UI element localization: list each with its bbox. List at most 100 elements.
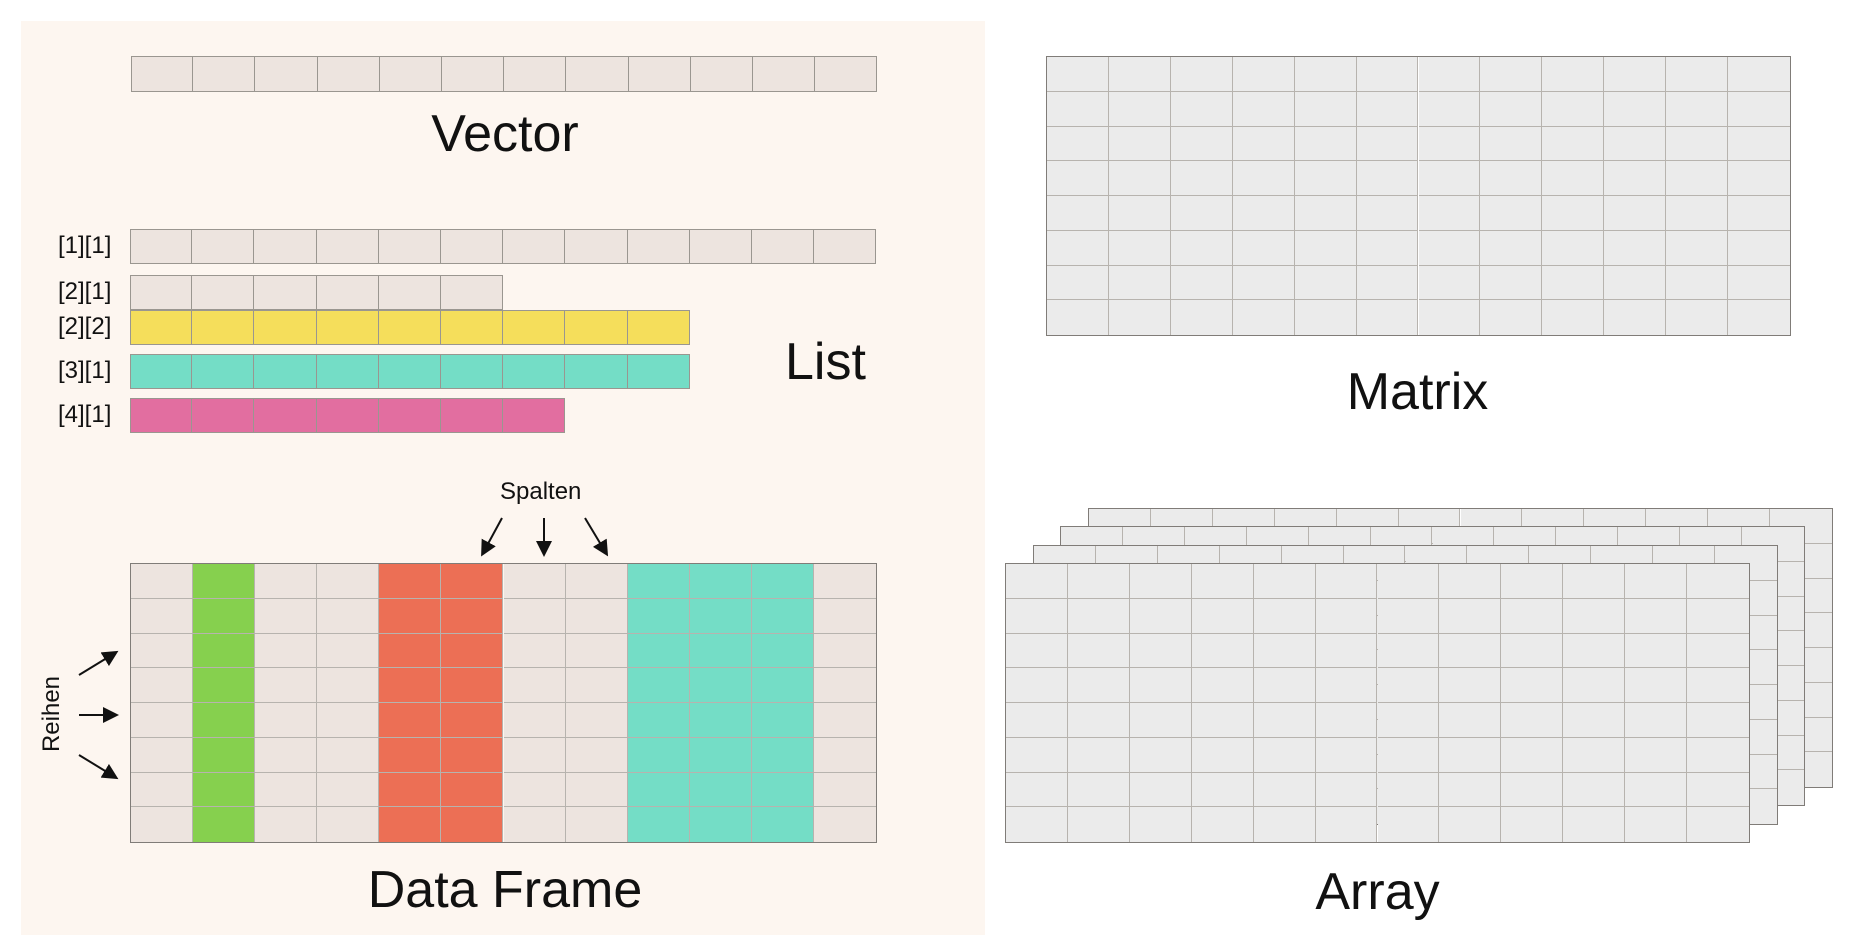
vector-cell bbox=[815, 56, 878, 92]
array-layer-cell bbox=[1253, 703, 1316, 738]
array-layer-cell bbox=[1687, 737, 1749, 773]
list-item-cell bbox=[316, 398, 379, 433]
array-layer-cell bbox=[1377, 772, 1440, 808]
matrix-cell bbox=[1666, 161, 1729, 196]
list-index-label: [2][1] bbox=[58, 278, 112, 305]
matrix-cell bbox=[1728, 300, 1790, 335]
data-frame-cell bbox=[813, 668, 876, 703]
list-index-label: [2][2] bbox=[58, 313, 112, 340]
array-layer-cell bbox=[1377, 703, 1440, 738]
matrix-cell bbox=[1480, 230, 1543, 266]
matrix-cell bbox=[1480, 265, 1543, 301]
matrix-cell bbox=[1170, 230, 1233, 266]
data-frame-cell bbox=[379, 668, 442, 703]
data-frame-cell bbox=[441, 564, 504, 599]
data-frame-cell bbox=[131, 772, 194, 808]
data-frame-cell bbox=[317, 703, 380, 738]
matrix bbox=[1046, 56, 1791, 336]
matrix-cell bbox=[1480, 91, 1543, 127]
matrix-cell bbox=[1170, 196, 1233, 231]
matrix-cell bbox=[1418, 91, 1481, 127]
matrix-cell bbox=[1728, 196, 1790, 231]
data-frame-cell bbox=[193, 703, 256, 738]
array-layer-cell bbox=[1563, 807, 1626, 842]
matrix-cell bbox=[1542, 230, 1605, 266]
data-frame-cell bbox=[503, 807, 566, 842]
matrix-cell bbox=[1728, 57, 1790, 92]
data-frame-cell bbox=[689, 807, 752, 842]
matrix-cell bbox=[1232, 196, 1295, 231]
data-frame-cell bbox=[441, 737, 504, 773]
data-frame-cell bbox=[565, 807, 628, 842]
matrix-cell bbox=[1480, 196, 1543, 231]
matrix-cell bbox=[1356, 230, 1419, 266]
array-layer-cell bbox=[1501, 772, 1564, 808]
data-frame-cell bbox=[131, 598, 194, 634]
list-item-cell bbox=[130, 398, 193, 433]
array-layer-cell bbox=[1439, 703, 1502, 738]
list-item-cell bbox=[254, 398, 317, 433]
list-item-cell bbox=[565, 229, 628, 264]
array-layer-cell bbox=[1563, 703, 1626, 738]
matrix-cell bbox=[1604, 265, 1667, 301]
array-layer-cell bbox=[1315, 703, 1378, 738]
array-layer-cell bbox=[1253, 737, 1316, 773]
vector-cell bbox=[442, 56, 505, 92]
data-frame-cell bbox=[627, 737, 690, 773]
matrix-cell bbox=[1108, 91, 1171, 127]
matrix-cell bbox=[1542, 161, 1605, 196]
list-item-cell bbox=[503, 310, 566, 345]
matrix-cell bbox=[1356, 300, 1419, 335]
array-layer-cell bbox=[1067, 633, 1130, 669]
data-frame-cell bbox=[255, 668, 318, 703]
array-layer-cell bbox=[1253, 598, 1316, 634]
list-item-cell bbox=[192, 398, 255, 433]
data-frame-cell bbox=[689, 737, 752, 773]
array-layer-cell bbox=[1439, 807, 1502, 842]
matrix-cell bbox=[1604, 230, 1667, 266]
data-frame-cell bbox=[317, 564, 380, 599]
array-layer-cell bbox=[1563, 668, 1626, 703]
data-frame-cell bbox=[565, 668, 628, 703]
matrix-cell bbox=[1542, 91, 1605, 127]
matrix-cell bbox=[1480, 300, 1543, 335]
data-frame-cell bbox=[255, 807, 318, 842]
array-layer-cell bbox=[1191, 668, 1254, 703]
data-frame-cell bbox=[689, 564, 752, 599]
array-layer-cell bbox=[1253, 807, 1316, 842]
array-layer-cell bbox=[1625, 807, 1688, 842]
data-frame-cell bbox=[441, 633, 504, 669]
array-layer-cell bbox=[1501, 703, 1564, 738]
list-item-cell bbox=[441, 310, 504, 345]
matrix-cell bbox=[1542, 126, 1605, 162]
array-layer-cell bbox=[1067, 703, 1130, 738]
data-frame-cell bbox=[503, 598, 566, 634]
array-layer-cell bbox=[1253, 564, 1316, 599]
data-frame-cell bbox=[813, 703, 876, 738]
matrix-cell bbox=[1356, 161, 1419, 196]
columns-arrows bbox=[481, 517, 609, 557]
list-index-label: [3][1] bbox=[58, 357, 112, 384]
array-layer-cell bbox=[1067, 807, 1130, 842]
data-frame-cell bbox=[751, 598, 814, 634]
array-layer-cell bbox=[1067, 598, 1130, 634]
data-frame-cell bbox=[565, 598, 628, 634]
list-item-cell bbox=[316, 275, 379, 310]
vector-cell bbox=[690, 56, 753, 92]
data-frame-cell bbox=[317, 772, 380, 808]
rows-arrows bbox=[78, 650, 119, 780]
matrix-cell bbox=[1480, 57, 1543, 92]
matrix-cell bbox=[1108, 196, 1171, 231]
matrix-cell bbox=[1047, 126, 1109, 162]
matrix-cell bbox=[1294, 265, 1357, 301]
data-frame-cell bbox=[193, 807, 256, 842]
matrix-cell bbox=[1108, 161, 1171, 196]
data-frame-cell bbox=[317, 633, 380, 669]
data-frame-cell bbox=[751, 564, 814, 599]
matrix-cell bbox=[1728, 161, 1790, 196]
data-frame-cell bbox=[255, 737, 318, 773]
matrix-cell bbox=[1418, 196, 1481, 231]
array-layer-cell bbox=[1006, 598, 1068, 634]
array-layer-cell bbox=[1625, 668, 1688, 703]
